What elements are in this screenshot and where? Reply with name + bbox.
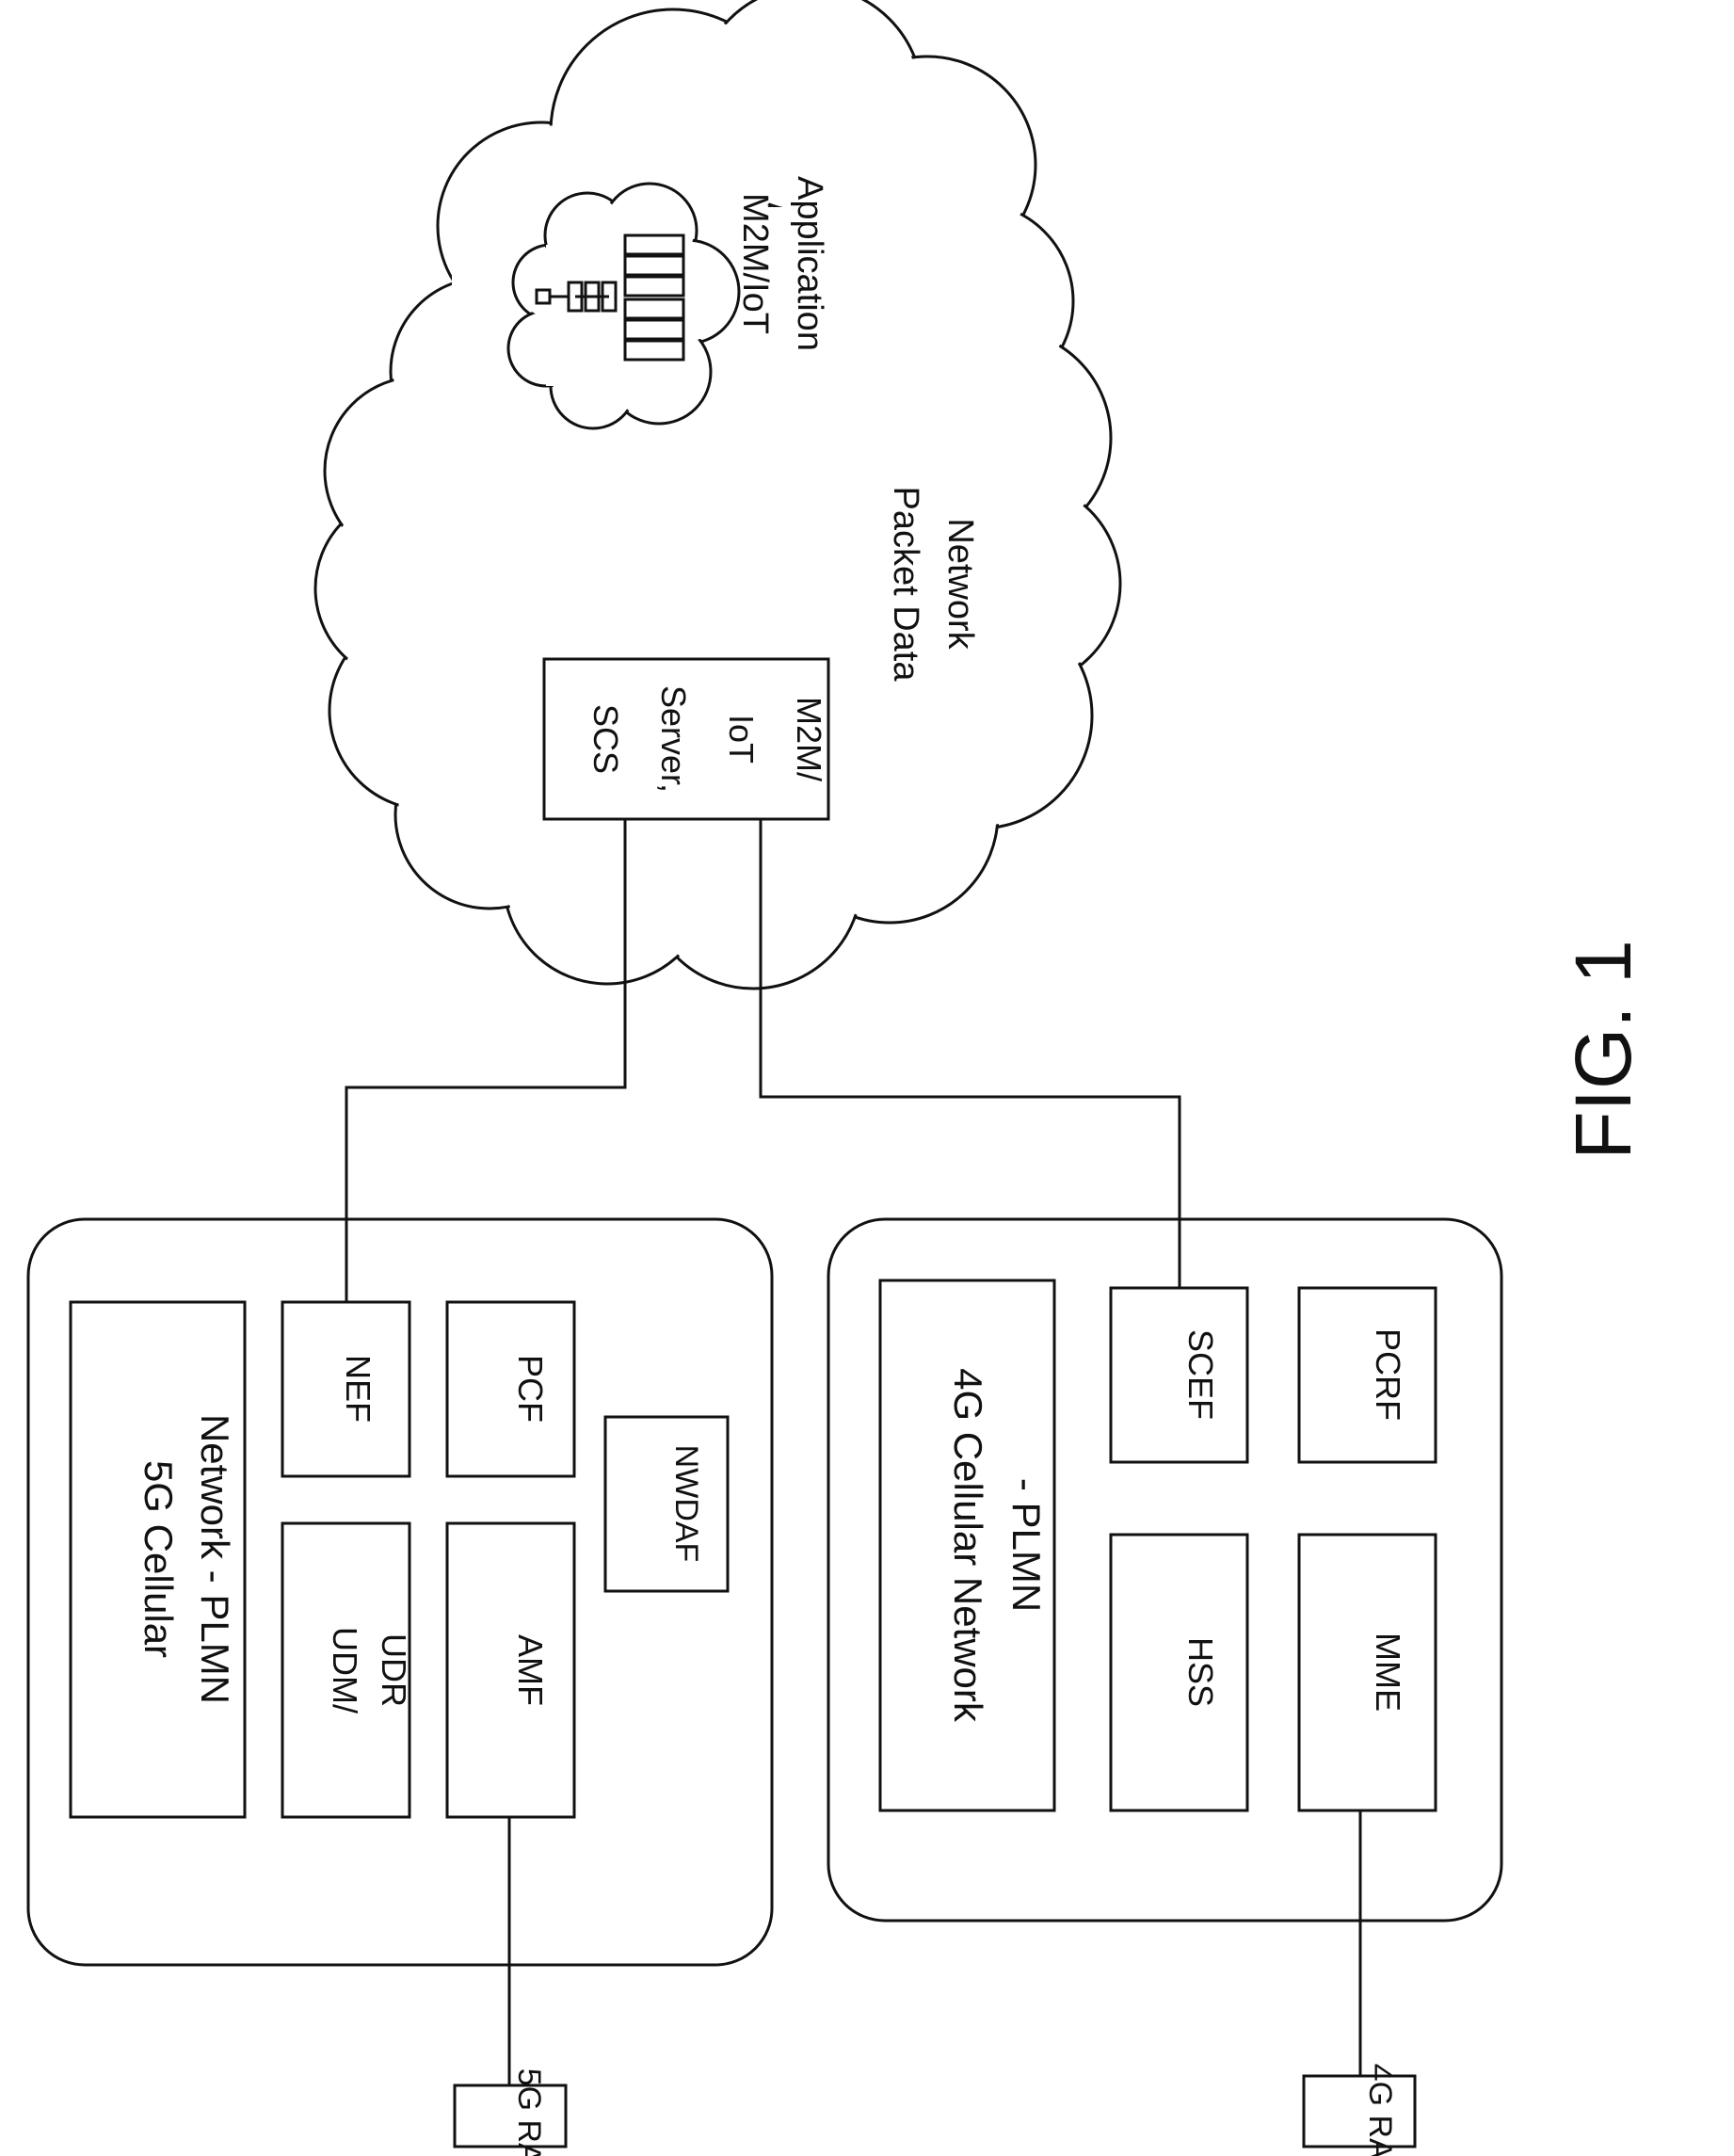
nwdaf-box bbox=[605, 1417, 728, 1591]
5g-title-line-2: Network - PLMN bbox=[193, 1414, 237, 1704]
4g-title-line-1: 4G Cellular Network bbox=[946, 1368, 990, 1723]
pcrf-box bbox=[1299, 1288, 1436, 1462]
pcrf-label: PCRF bbox=[1369, 1328, 1407, 1421]
server-line-4: SCS bbox=[586, 704, 625, 774]
svg-text:M2M/IoT: M2M/IoT bbox=[735, 193, 775, 334]
m2m-iot-server-box: M2M/ IoT Server, SCS bbox=[544, 659, 828, 819]
hss-label: HSS bbox=[1181, 1637, 1220, 1707]
5g-ran-label: 5G RAN bbox=[511, 2068, 547, 2156]
5g-title-line-1: 5G Cellular bbox=[136, 1460, 181, 1658]
svg-text:Network: Network bbox=[940, 518, 980, 650]
cloud-fill bbox=[318, 0, 1117, 986]
udm-label-1: UDM/ bbox=[326, 1627, 364, 1714]
hss-box bbox=[1111, 1535, 1247, 1810]
pcf-box bbox=[447, 1302, 574, 1476]
scef-box bbox=[1111, 1288, 1247, 1462]
svg-text:FIG. 1: FIG. 1 bbox=[1559, 940, 1647, 1159]
5g-cellular-network-container: 5G Cellular Network - PLMN UDM/ UDR NEF … bbox=[28, 1219, 772, 1965]
scef-label: SCEF bbox=[1181, 1329, 1220, 1420]
4g-ran-box: 4G RAN bbox=[1304, 2064, 1415, 2156]
server-line-1: M2M/ bbox=[790, 697, 828, 781]
4g-ran-label: 4G RAN bbox=[1362, 2064, 1398, 2156]
amf-label: AMF bbox=[511, 1634, 550, 1706]
4g-title-line-2: - PLMN bbox=[1004, 1478, 1049, 1612]
mme-label: MME bbox=[1369, 1633, 1407, 1712]
server-line-3: Server, bbox=[654, 685, 693, 793]
4g-cellular-network-container: 4G Cellular Network - PLMN HSS SCEF MME … bbox=[828, 1219, 1501, 1921]
amf-box bbox=[447, 1523, 574, 1817]
figure-caption: FIG. 1 bbox=[1559, 940, 1647, 1159]
server-line-2: IoT bbox=[722, 715, 761, 764]
pcf-label: PCF bbox=[511, 1355, 550, 1423]
svg-text:Application: Application bbox=[790, 176, 829, 351]
nwdaf-label: NWDAF bbox=[668, 1445, 704, 1563]
mme-box bbox=[1299, 1535, 1436, 1810]
svg-text:Packet Data: Packet Data bbox=[886, 487, 925, 683]
nef-label: NEF bbox=[339, 1355, 377, 1423]
udm-label-2: UDR bbox=[375, 1633, 413, 1707]
